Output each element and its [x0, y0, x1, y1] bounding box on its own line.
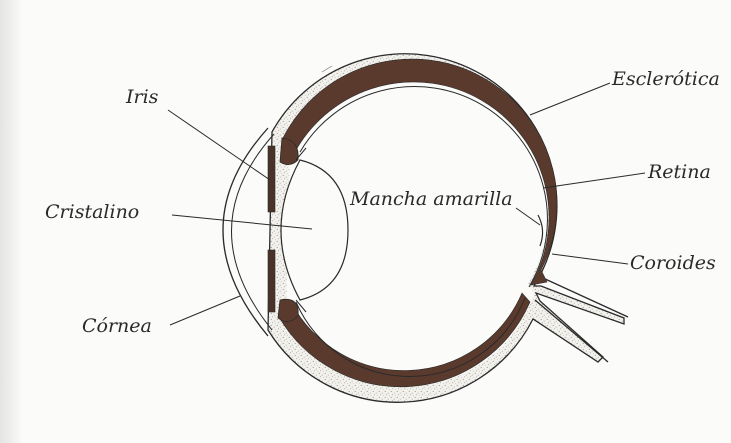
leader-cornea — [170, 296, 240, 325]
label-esclerotica: Esclerótica — [612, 70, 720, 89]
leader-retina — [543, 173, 645, 188]
leader-esclerotica — [530, 83, 610, 115]
iris-lower — [268, 250, 275, 312]
ciliary-lower — [278, 299, 298, 321]
label-retina: Retina — [648, 163, 711, 182]
label-cornea: Córnea — [82, 317, 152, 336]
cornea-inner — [231, 134, 274, 330]
label-mancha-amarilla: Mancha amarilla — [350, 190, 513, 209]
cornea-outer — [223, 128, 268, 336]
leader-coroides — [552, 254, 628, 264]
label-cristalino: Cristalino — [45, 203, 139, 222]
guide-line — [322, 66, 332, 72]
label-iris: Iris — [126, 88, 158, 107]
label-coroides: Coroides — [630, 254, 716, 273]
